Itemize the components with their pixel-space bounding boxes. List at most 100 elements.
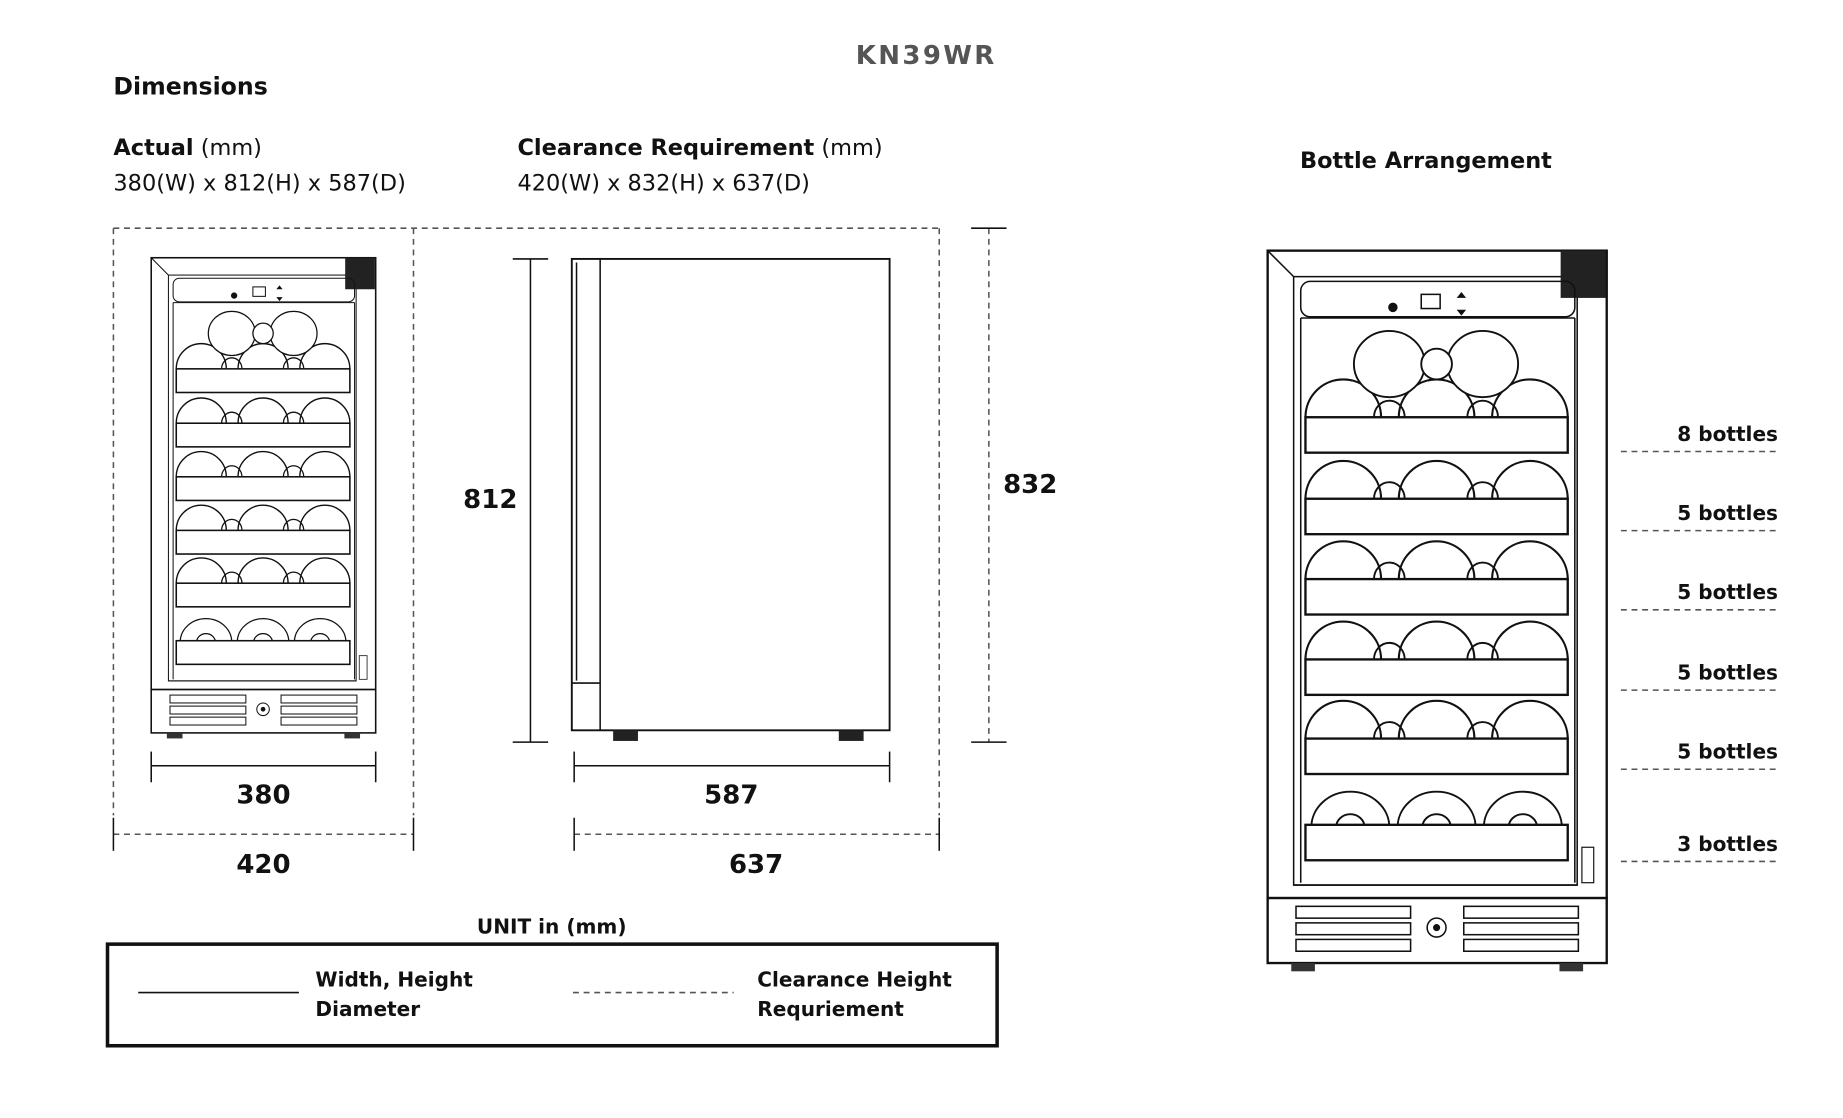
bottle-icon (1446, 330, 1520, 399)
bottle-icon (207, 310, 256, 357)
bottle-icon (1397, 540, 1476, 580)
bottle-icon (175, 397, 228, 424)
width-dimension: 380 (150, 751, 377, 811)
temp-arrows-icon (276, 285, 283, 302)
vent-slot (1295, 905, 1412, 919)
bottle-icon (1373, 481, 1406, 499)
bottle-icon (1397, 699, 1476, 739)
bottle-icon (299, 504, 351, 531)
bottle-icon (1482, 790, 1563, 828)
vent-slot (280, 716, 358, 726)
shelf-label: 5 bottles (1677, 740, 1778, 764)
vent-slot (169, 694, 247, 704)
foot (1559, 963, 1584, 972)
bottle-icon (282, 357, 305, 369)
vent-slot (280, 705, 358, 715)
bottle-icon (299, 397, 351, 424)
clearance-heading: Clearance Requirement(mm) (517, 135, 882, 161)
power-button-icon (230, 292, 238, 299)
shelf (175, 310, 351, 394)
clearance-width-dimension: 420 (112, 817, 415, 880)
bottle-icon (1397, 459, 1476, 499)
bottle-icon (1466, 721, 1499, 739)
bottle-icon (237, 557, 289, 584)
bottle-neck-icon (1335, 813, 1366, 828)
shelf (1304, 620, 1569, 697)
bottle-icon (1373, 399, 1406, 418)
shelf (1304, 540, 1569, 616)
legend-dashed-text-1: Clearance Height (757, 968, 952, 992)
bottle-icon (252, 322, 274, 345)
bottle-arrangement-drawing (1266, 249, 1608, 972)
display-icon (252, 286, 266, 297)
bottle-icon (269, 310, 318, 357)
actual-value: 380(W) x 812(H) x 587(D) (113, 170, 405, 196)
clearance-depth-dimension: 637 (573, 817, 940, 880)
bottle-icon (1491, 540, 1569, 580)
hinge-top (1560, 250, 1606, 298)
shelf-label: 5 bottles (1677, 661, 1778, 685)
shelf-tray (175, 476, 351, 502)
bottle-icon (1397, 620, 1476, 660)
bottle-icon (1466, 399, 1499, 418)
shelf-label: 8 bottles (1677, 422, 1778, 446)
display-icon (1420, 293, 1441, 310)
bottle-icon (1491, 620, 1569, 660)
shelf (175, 557, 351, 608)
shelf (175, 397, 351, 448)
actual-label: Actual (113, 135, 193, 161)
bottle-arrangement-heading: Bottle Arrangement (1300, 148, 1552, 174)
depth-value: 587 (704, 781, 758, 811)
control-panel (1299, 280, 1576, 318)
depth-dimension: 587 (573, 751, 891, 811)
bottle-icon (282, 571, 305, 584)
bottle-icon (293, 618, 347, 643)
shelf-label: 5 bottles (1677, 580, 1778, 604)
lock-icon (1426, 917, 1447, 938)
shelf-tray (1304, 823, 1569, 862)
shelf-tray (1304, 497, 1569, 536)
bottle-icon (1420, 347, 1453, 381)
legend-solid-text-1: Width, Height (315, 968, 473, 992)
bottle-neck-icon (1507, 813, 1538, 828)
clearance-label: Clearance Requirement (517, 135, 814, 161)
bottle-icon (175, 504, 228, 531)
model-title: KN39WR (856, 41, 997, 71)
bottle-icon (237, 504, 289, 531)
bottle-icon (1491, 459, 1569, 499)
shelf (175, 450, 351, 502)
clearance-value: 420(W) x 832(H) x 637(D) (517, 170, 809, 196)
side-view-drawing (570, 257, 891, 741)
door-bevel (150, 257, 169, 276)
bottle-icon (299, 450, 351, 477)
vent-slot (280, 694, 358, 704)
bottle-icon (220, 518, 243, 531)
bottle-neck-icon (310, 632, 331, 643)
clearance-width-value: 420 (236, 850, 290, 880)
dimensions-heading: Dimensions (113, 73, 267, 101)
vent-slot (1462, 905, 1580, 919)
shelf-tray (1304, 737, 1569, 776)
bottle-icon (299, 343, 351, 369)
power-button-icon (1388, 302, 1398, 313)
bottle-neck-icon (195, 632, 216, 643)
bottle-icon (1373, 641, 1406, 660)
front-view-drawing (150, 256, 377, 739)
bottle-icon (1304, 378, 1383, 418)
bottle-icon (1491, 378, 1569, 418)
shelf-label: 5 bottles (1677, 501, 1778, 525)
shelf (175, 504, 351, 555)
shelf-label: 3 bottles (1677, 832, 1778, 856)
legend-solid-text-2: Diameter (315, 997, 420, 1021)
shelf (175, 618, 351, 666)
bottle-icon (1466, 641, 1499, 660)
shelf-tray (1304, 416, 1569, 454)
bottle-icon (237, 397, 289, 424)
hinge-bottom (1581, 846, 1595, 884)
bottle-icon (1310, 790, 1391, 828)
bottle-icon (299, 557, 351, 584)
legend-dashed-text-2: Requriement (757, 997, 904, 1021)
shelf (1304, 790, 1569, 862)
legend-box: Width, Height Diameter Clearance Height … (105, 942, 999, 1048)
foot (344, 732, 361, 739)
